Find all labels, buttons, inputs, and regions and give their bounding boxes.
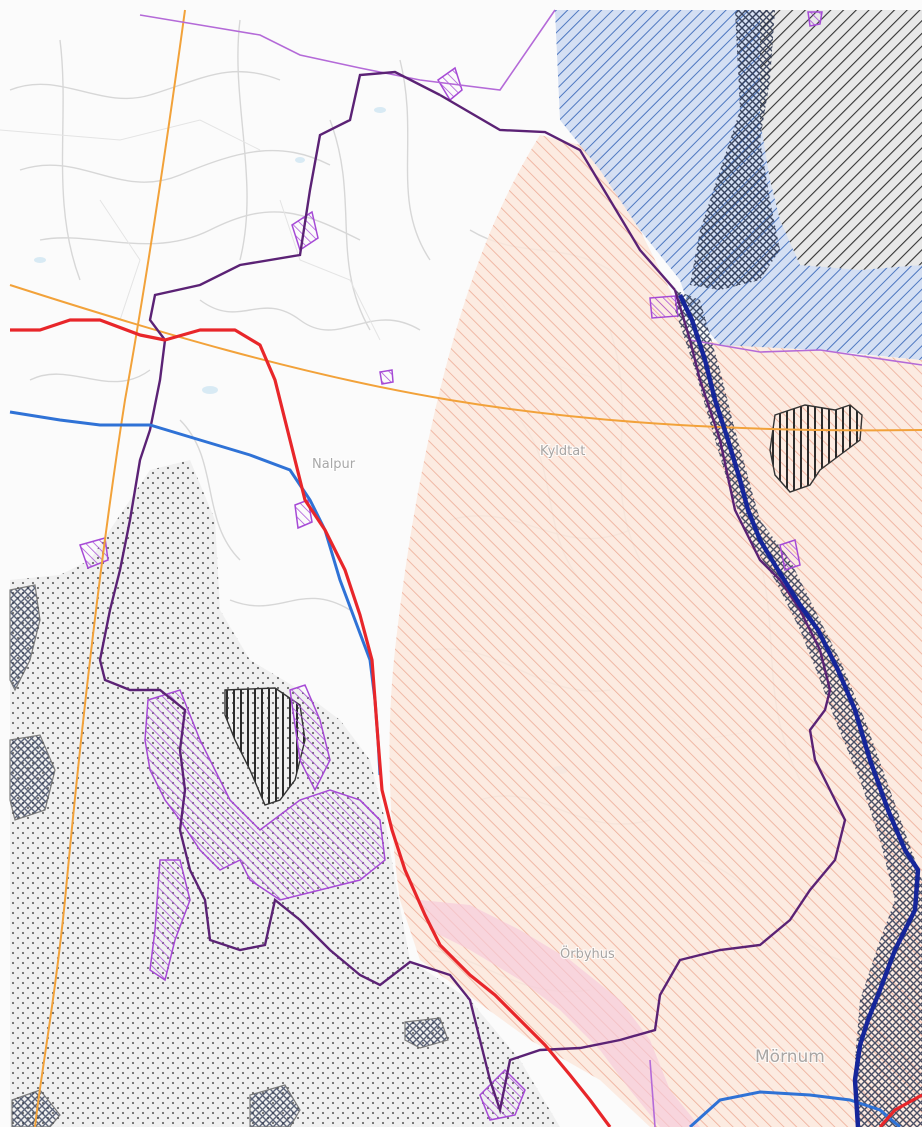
- gray-hatched-lobes: [9, 584, 449, 1127]
- label-settlement-south: Örbyhus: [560, 945, 615, 962]
- label-town-southeast: Mörnum: [755, 1047, 825, 1067]
- orange-grid-lines: [9, 9, 922, 1127]
- label-village-west: Nalpur: [312, 457, 356, 472]
- black-hatched-zone[interactable]: [760, 10, 922, 270]
- river-corridor-hatch: [675, 290, 922, 1127]
- salmon-hatched-zone[interactable]: [389, 135, 922, 1127]
- red-main-road[interactable]: [10, 318, 922, 1127]
- place-labels: Nalpur Kyldtat Örbyhus Mörnum: [311, 443, 826, 1068]
- admin-boundary[interactable]: [98, 70, 847, 1115]
- label-village-north: Kyldtat: [540, 444, 585, 459]
- river[interactable]: [677, 294, 921, 1127]
- pink-road-zone: [420, 900, 700, 1127]
- thin-purple-lines: [139, 9, 922, 1127]
- crosshatch-corridor[interactable]: [690, 10, 780, 290]
